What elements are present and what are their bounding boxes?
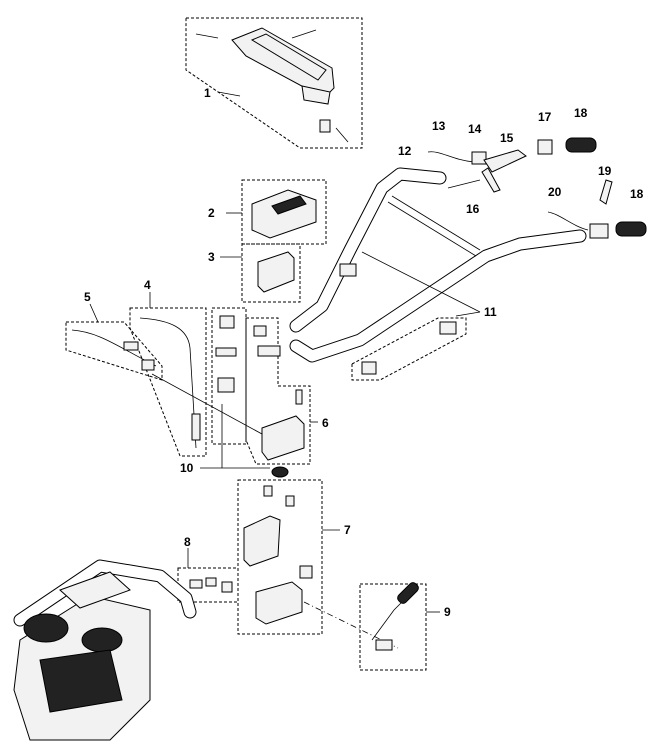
callout-14: 14 bbox=[468, 122, 482, 136]
callout-7: 7 bbox=[344, 523, 351, 537]
callout-9: 9 bbox=[444, 605, 451, 619]
callout-16: 16 bbox=[466, 202, 480, 216]
callout-8: 8 bbox=[184, 535, 191, 549]
callout-1: 1 bbox=[204, 86, 211, 100]
callout-labels: 1 2 3 4 5 6 7 8 9 10 11 12 13 14 15 16 1… bbox=[84, 86, 644, 619]
part-group-5-cable bbox=[65, 303, 163, 381]
part-group-9-lever bbox=[359, 582, 440, 671]
part-group-3-grip bbox=[220, 243, 301, 303]
callout-15: 15 bbox=[500, 131, 514, 145]
callout-11: 11 bbox=[484, 305, 497, 319]
part-group-7-bracket bbox=[237, 479, 399, 649]
callout-10: 10 bbox=[180, 461, 194, 475]
callout-18a: 18 bbox=[574, 106, 588, 120]
callout-12: 12 bbox=[398, 144, 412, 158]
callout-19: 19 bbox=[598, 164, 612, 178]
callout-17: 17 bbox=[538, 110, 552, 124]
callout-3: 3 bbox=[208, 250, 215, 264]
part-group-11-clamps bbox=[339, 251, 481, 381]
callout-2: 2 bbox=[208, 206, 215, 220]
part-group-6-mechanism bbox=[151, 317, 318, 478]
callout-4: 4 bbox=[144, 278, 151, 292]
callout-20: 20 bbox=[548, 185, 562, 199]
callout-13: 13 bbox=[432, 119, 446, 133]
right-control-levers bbox=[547, 179, 647, 239]
engine-frame bbox=[13, 559, 197, 741]
callout-5: 5 bbox=[84, 290, 91, 304]
part-group-10-linkage bbox=[200, 307, 270, 469]
callout-6: 6 bbox=[322, 416, 329, 430]
part-group-2-cover bbox=[226, 179, 327, 245]
part-group-1-cover bbox=[185, 17, 363, 149]
part-group-4-rod bbox=[129, 292, 207, 457]
handlebar bbox=[289, 167, 587, 363]
left-control-levers bbox=[427, 137, 597, 193]
callout-18b: 18 bbox=[630, 187, 644, 201]
